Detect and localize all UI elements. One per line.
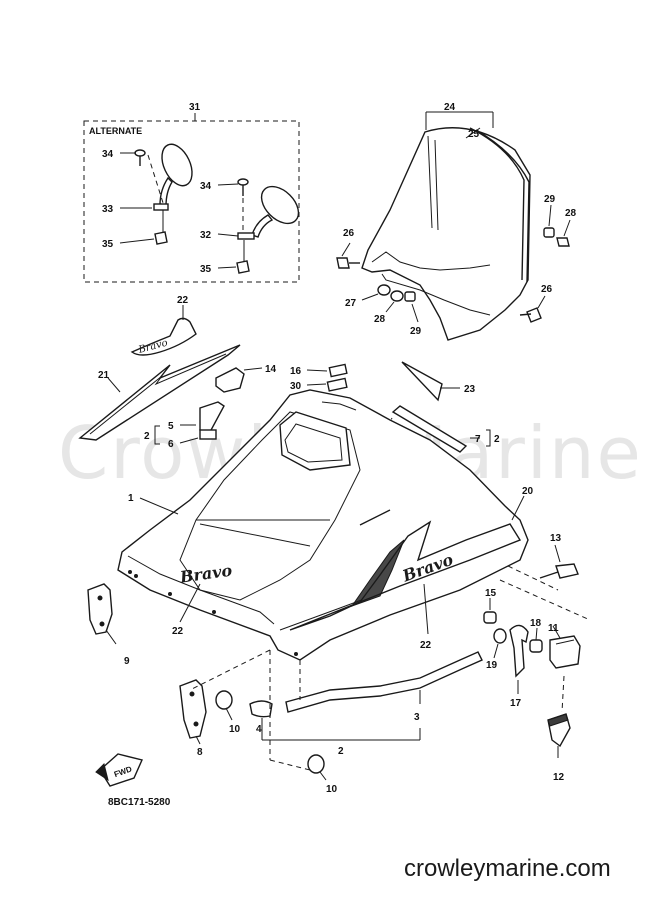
callout-28-b: 28	[374, 314, 386, 325]
callout-19: 19	[486, 660, 498, 671]
callout-32: 32	[200, 230, 212, 241]
callout-34: 34	[102, 149, 114, 160]
callout-4: 4	[256, 724, 262, 735]
drawing-number: 8BC171-5280	[108, 797, 171, 808]
part-6	[199, 429, 217, 440]
part-5	[199, 401, 225, 433]
callout-26: 26	[343, 228, 355, 239]
callout-22: 22	[177, 295, 189, 306]
callout-6: 6	[168, 439, 174, 450]
callout-22-c: 22	[420, 640, 432, 651]
part-11	[549, 635, 581, 669]
left-side-parts: 9 8 10 4 3 2 10	[87, 583, 483, 795]
windshield	[361, 127, 531, 341]
part-3	[285, 651, 483, 713]
callout-17: 17	[510, 698, 522, 709]
small-parts-left: 14 5 6 2	[144, 364, 277, 450]
callout-23: 23	[464, 384, 476, 395]
callout-13: 13	[550, 533, 562, 544]
part-9	[87, 583, 113, 635]
part-10	[215, 690, 233, 710]
callout-2: 2	[144, 431, 150, 442]
callout-11: 11	[548, 623, 559, 634]
callout-26-b: 26	[541, 284, 553, 295]
decal-group: Bravo 22 21	[78, 295, 241, 441]
callout-2-c: 2	[338, 746, 344, 757]
callout-5: 5	[168, 421, 174, 432]
callout-12: 12	[553, 772, 565, 783]
hood-vent-opening	[279, 411, 351, 471]
callout-15: 15	[485, 588, 497, 599]
part-16	[328, 363, 348, 378]
hood	[117, 389, 529, 661]
windshield-trim	[469, 127, 530, 283]
part-19	[493, 628, 507, 644]
small-decals: 16 30 23	[290, 361, 476, 402]
callout-9: 9	[124, 656, 130, 667]
callout-30: 30	[290, 381, 302, 392]
callout-28: 28	[565, 208, 577, 219]
alternate-mirror-group: ALTERNATE 31 34 33 3	[83, 102, 300, 283]
callout-25: 25	[468, 129, 480, 140]
part-8	[179, 679, 207, 739]
side-stripe-decal	[78, 344, 241, 441]
part-17	[509, 624, 529, 678]
callout-14: 14	[265, 364, 277, 375]
part-4	[249, 700, 273, 718]
mirror-33	[134, 143, 193, 245]
callout-29-b: 29	[410, 326, 422, 337]
callout-27: 27	[345, 298, 357, 309]
callout-33: 33	[102, 204, 114, 215]
callout-16: 16	[290, 366, 302, 377]
forward-direction-arrow: FWD	[95, 753, 143, 787]
right-side-parts: 13 15 19 17 18 11 12	[483, 533, 591, 783]
footer-site-url[interactable]: crowleymarine.com	[404, 855, 611, 882]
callout-35-b: 35	[200, 264, 212, 275]
callout-22-b: 22	[172, 626, 184, 637]
part-14	[215, 367, 245, 393]
part-23	[401, 361, 443, 402]
callout-31: 31	[189, 102, 201, 113]
hood-group: Bravo Bravo 1 20 22 22	[117, 389, 534, 661]
bravo-decal-small	[130, 317, 197, 356]
callout-34-b: 34	[200, 181, 212, 192]
callout-24: 24	[444, 102, 456, 113]
callout-20: 20	[522, 486, 534, 497]
part-10-b	[307, 754, 325, 774]
mirror-32	[236, 178, 300, 274]
callout-10: 10	[229, 724, 241, 735]
alternate-label: ALTERNATE	[89, 126, 142, 136]
callout-1: 1	[128, 493, 134, 504]
callout-2-b: 2	[494, 434, 500, 445]
part-18	[529, 639, 543, 653]
callout-21: 21	[98, 370, 110, 381]
part-13	[555, 563, 579, 579]
windshield-group: 24 25 26 29 28 27 28 29 26	[336, 102, 577, 341]
callout-18: 18	[530, 618, 542, 629]
part-30	[326, 377, 348, 392]
callout-35: 35	[102, 239, 114, 250]
part-15	[483, 611, 497, 624]
callout-7: 7	[475, 434, 481, 445]
callout-8: 8	[197, 747, 203, 758]
callout-10-b: 10	[326, 784, 338, 795]
callout-3: 3	[414, 712, 420, 723]
callout-29: 29	[544, 194, 556, 205]
